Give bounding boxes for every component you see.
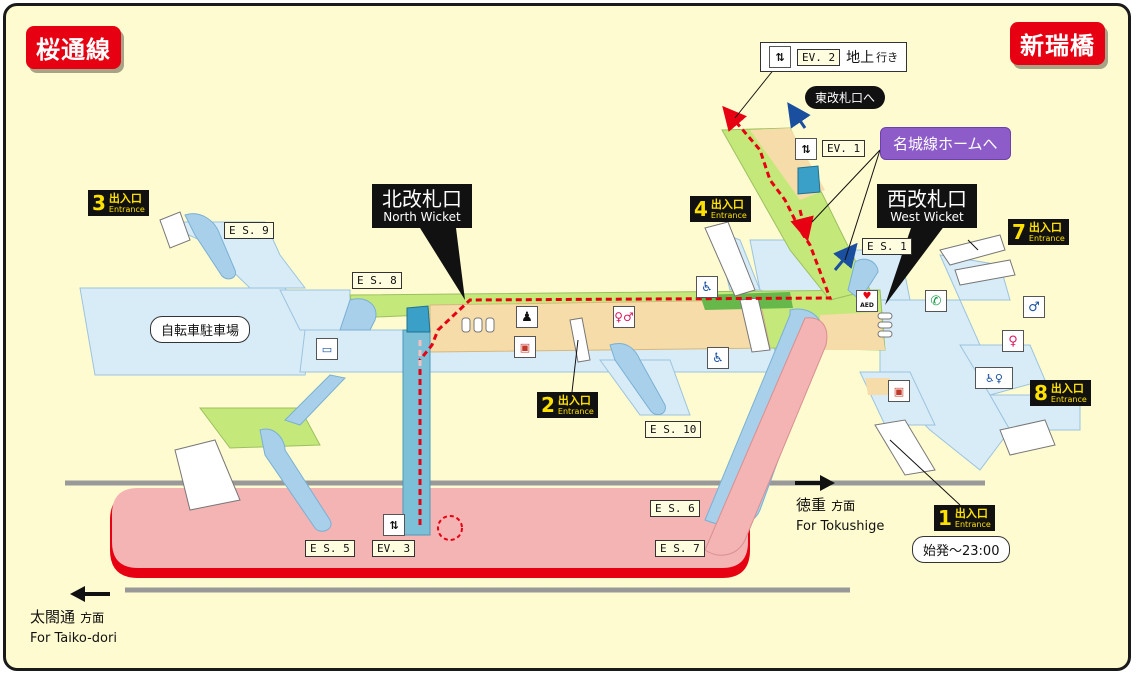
toilet-icon: ♀ bbox=[1002, 330, 1024, 352]
aed-icon: ♥AED bbox=[856, 290, 878, 312]
elevator-shafts bbox=[402, 165, 821, 536]
elevator-icon: ⇅ bbox=[383, 514, 405, 536]
station-office-icon: ♟ bbox=[516, 306, 538, 328]
meijo-line-direction: 名城線ホームへ bbox=[880, 127, 1011, 160]
north-wicket-jp: 北改札口 bbox=[382, 187, 462, 211]
ev2-text: 地上 bbox=[846, 50, 875, 66]
entrance-3-jp: 出入口 bbox=[108, 191, 142, 205]
entrance-7-jp: 出入口 bbox=[1028, 220, 1062, 234]
tokushige-en: For Tokushige bbox=[796, 519, 885, 534]
taiko-jp: 太閤通 bbox=[30, 608, 76, 626]
entrance-1-jp: 出入口 bbox=[954, 506, 988, 520]
west-wicket-pointer bbox=[885, 225, 945, 305]
entrance-2-en: Entrance bbox=[557, 406, 594, 416]
entrance-1-number: 1 bbox=[938, 506, 952, 530]
north-wicket-pointer bbox=[415, 220, 465, 300]
taiko-arrow bbox=[70, 586, 110, 602]
ev2-code: EV. 2 bbox=[797, 48, 841, 66]
entrance-7-number: 7 bbox=[1012, 220, 1026, 244]
entrance-4-number: 4 bbox=[694, 197, 708, 221]
phone-icon: ✆ bbox=[925, 290, 947, 312]
west-wicket-en: West Wicket bbox=[890, 210, 964, 224]
entrance-4-jp: 出入口 bbox=[710, 197, 744, 211]
es1-label: E S. 1 bbox=[862, 238, 912, 255]
tokushige-arrow bbox=[795, 475, 835, 491]
es10-label: E S. 10 bbox=[645, 421, 702, 438]
es6-label: E S. 6 bbox=[650, 500, 700, 517]
north-wicket-label: 北改札口 North Wicket bbox=[372, 184, 472, 228]
ev1-label: EV. 1 bbox=[822, 140, 866, 157]
tokushige-suffix: 方面 bbox=[831, 499, 856, 513]
barrier-free-route bbox=[418, 105, 833, 525]
station-badge: 新瑞橋 bbox=[1010, 22, 1105, 65]
ev3-label: EV. 3 bbox=[372, 540, 416, 557]
entrance-8-number: 8 bbox=[1034, 381, 1048, 405]
es9-label: E S. 9 bbox=[224, 222, 274, 239]
wheelchair-icon: ♿ bbox=[696, 276, 718, 298]
wheelchair-icon: ♿ bbox=[707, 347, 729, 369]
taiko-direction: 太閤通 方面 For Taiko-dori bbox=[30, 606, 117, 646]
entrance-1-en: Entrance bbox=[954, 519, 991, 529]
east-wicket-direction: 東改札口へ bbox=[805, 86, 886, 109]
west-wicket-label: 西改札口 West Wicket bbox=[877, 184, 977, 228]
escalator-es7 bbox=[704, 317, 828, 556]
bicycle-parking-label: 自転車駐車場 bbox=[150, 316, 251, 343]
taiko-suffix: 方面 bbox=[80, 611, 105, 625]
taiko-en: For Taiko-dori bbox=[30, 631, 117, 646]
es7-label: E S. 7 bbox=[655, 540, 705, 557]
entrance-7-en: Entrance bbox=[1028, 233, 1065, 243]
elevator-icon: ⇅ bbox=[795, 138, 817, 160]
west-wicket-jp: 西改札口 bbox=[887, 187, 967, 211]
line-badge: 桜通線 bbox=[26, 26, 121, 69]
entrance-3-number: 3 bbox=[92, 191, 106, 215]
entrance-8-jp: 出入口 bbox=[1050, 381, 1084, 395]
ticket-machine-icon: ▣ bbox=[514, 336, 536, 358]
es8-label: E S. 8 bbox=[352, 272, 402, 289]
wheelchair-icon: ♿♀ bbox=[975, 367, 1013, 389]
toilet-icon: ♀♂ bbox=[613, 306, 635, 328]
entrance-1-hours: 始発～23:00 bbox=[912, 536, 1011, 563]
ticket-machine-icon: ▣ bbox=[888, 380, 910, 402]
entrance-2-jp: 出入口 bbox=[557, 393, 591, 407]
north-wicket-en: North Wicket bbox=[383, 210, 461, 224]
entrance-8-en: Entrance bbox=[1050, 394, 1087, 404]
tokushige-direction: 徳重 方面 For Tokushige bbox=[796, 494, 884, 534]
ev2-suffix: 行き bbox=[876, 51, 899, 64]
tokushige-jp: 徳重 bbox=[796, 496, 827, 514]
platform-elevator-target bbox=[437, 515, 463, 541]
entrance-3-en: Entrance bbox=[108, 204, 145, 214]
elevator-icon: ⇅ bbox=[769, 46, 791, 68]
toilet-icon: ♂ bbox=[1023, 296, 1045, 318]
ticket-gates bbox=[461, 312, 893, 338]
entrance-2-number: 2 bbox=[541, 393, 555, 417]
stairs bbox=[159, 211, 1056, 511]
ev2-callout: ⇅ EV. 2 地上行き bbox=[760, 42, 908, 72]
locker-icon: ▭ bbox=[316, 338, 338, 360]
aed-text: AED bbox=[860, 302, 874, 309]
entrance-4-en: Entrance bbox=[710, 210, 747, 220]
es5-label: E S. 5 bbox=[305, 540, 355, 557]
